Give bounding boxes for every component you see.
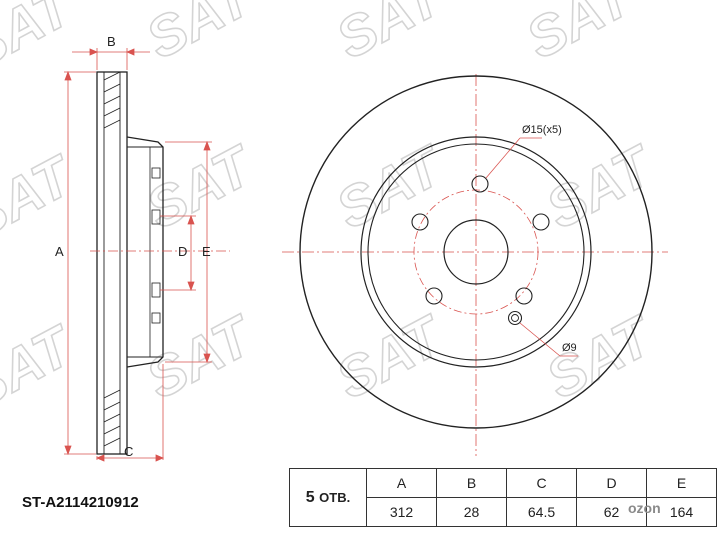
front-view xyxy=(282,74,668,456)
small-hole-dimension: Ø9 xyxy=(562,342,577,354)
disc-outer-profile xyxy=(96,71,128,455)
svg-text:SAT: SAT xyxy=(0,142,85,251)
center-bore xyxy=(443,219,509,285)
bolt-hole xyxy=(532,213,550,231)
svg-text:SAT: SAT xyxy=(0,0,85,81)
vent-vanes xyxy=(103,71,121,447)
value-b: 28 xyxy=(436,497,507,527)
hat-profile xyxy=(126,136,164,368)
holes-unit: ОТВ. xyxy=(319,489,351,505)
value-c: 64.5 xyxy=(506,497,577,527)
svg-text:SAT: SAT xyxy=(536,132,665,241)
bolt-circle xyxy=(413,189,539,315)
table-row: 312 28 64.5 62 164 xyxy=(290,497,717,527)
side-dimensions xyxy=(64,48,212,462)
brand-watermark: SAT SAT SAT SAT SAT SAT SAT SAT SAT SAT … xyxy=(0,0,666,421)
bolt-hole xyxy=(425,287,443,305)
bolt-hole-dimension: Ø15(x5) xyxy=(522,124,562,136)
svg-text:SAT: SAT xyxy=(536,302,665,411)
dim-label-b: B xyxy=(107,34,116,49)
svg-text:SAT: SAT xyxy=(0,312,85,421)
hat-edge xyxy=(367,143,585,361)
spec-table: 5 ОТВ. A B C D E 312 28 64.5 62 164 xyxy=(289,468,717,527)
dim-label-c: C xyxy=(124,444,133,459)
side-view xyxy=(96,71,164,455)
svg-text:SAT: SAT xyxy=(136,0,265,71)
bolt-hole xyxy=(471,175,489,193)
disc-outer-edge xyxy=(299,75,653,429)
header-c: C xyxy=(506,468,577,498)
table-row: 5 ОТВ. A B C D E xyxy=(289,468,717,527)
dim-label-e: E xyxy=(202,244,211,259)
friction-inner-edge xyxy=(360,136,592,368)
holes-count: 5 xyxy=(305,488,315,506)
svg-text:SAT: SAT xyxy=(136,302,265,411)
part-number: ST-A2114210912 xyxy=(22,494,139,511)
svg-text:SAT: SAT xyxy=(516,0,645,71)
bolt-hole xyxy=(411,213,429,231)
svg-text:SAT: SAT xyxy=(326,0,455,71)
holes-cell: 5 ОТВ. xyxy=(289,468,367,527)
bolt-holes xyxy=(411,175,550,305)
dim-label-a: A xyxy=(55,244,64,259)
ozon-watermark: ozon xyxy=(628,500,661,516)
header-a: A xyxy=(366,468,437,498)
header-b: B xyxy=(436,468,507,498)
dim-label-d: D xyxy=(178,244,187,259)
value-a: 312 xyxy=(366,497,437,527)
header-e: E xyxy=(646,468,717,498)
value-e: 164 xyxy=(646,497,717,527)
header-d: D xyxy=(576,468,647,498)
locating-hole xyxy=(507,310,523,326)
bolt-hole xyxy=(515,287,533,305)
